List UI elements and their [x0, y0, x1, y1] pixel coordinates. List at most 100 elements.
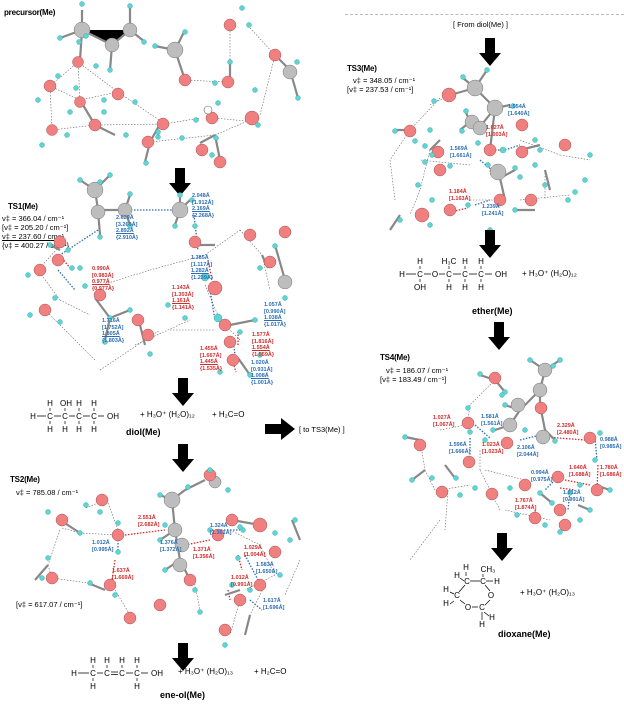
ts3-frequency: [ν‡ = 237.53 / cm⁻¹] — [347, 85, 414, 94]
ether-label: ether(Me) — [472, 306, 513, 316]
ts3-label: TS3(Me) — [347, 64, 377, 73]
distance-value: [3.260Å] — [116, 221, 138, 228]
ts2-molecule — [34, 467, 302, 648]
ts3-distance-label: 1.569Å [1.661Å] — [450, 146, 471, 159]
distance-value: {1.559Å} — [252, 351, 275, 358]
arrow-right-icon — [265, 418, 295, 440]
distance-value: [0.991Å] — [231, 581, 253, 588]
ts4-distance-label: 0.994Å [0.975Å] — [531, 470, 552, 483]
svg-text:C: C — [90, 669, 96, 678]
distance-value: 1.282Å — [191, 268, 209, 274]
distance-value: 1.029Å — [244, 545, 262, 551]
ts4-distance-label: 2.329Å [2.480Å] — [557, 423, 578, 436]
distance-value: 1.012Å — [563, 490, 581, 496]
svg-text:OH: OH — [414, 283, 426, 292]
distance-value: 1.455Å — [200, 346, 218, 352]
ts4-molecule — [402, 357, 613, 561]
distance-value: [1.686Å] — [600, 471, 622, 478]
distance-value: [2.044Å] — [517, 451, 539, 458]
arrow-down-icon — [491, 533, 513, 561]
svg-text:C: C — [417, 270, 423, 279]
ts1-distance-label: 1.057Å [0.990Å] 1.038Å {1.017Å} — [264, 302, 286, 328]
ts1-distance-label: 2.629Å [3.260Å] 2.892Å {2.910Å} — [116, 215, 138, 241]
ts4-distance-label: 0.988Å [0.985Å] — [600, 437, 621, 450]
ts3-distance-label: 1.554Å [1.640Å] — [508, 104, 529, 117]
svg-text:H₃C: H₃C — [442, 257, 457, 266]
distance-value: 1.596Å — [449, 442, 467, 448]
ts1-molecule — [25, 172, 293, 378]
svg-text:C: C — [119, 669, 125, 678]
distance-value: 2.106Å — [517, 445, 535, 451]
distance-value: 1.324Å — [210, 523, 228, 529]
atom-label: H — [91, 399, 97, 408]
svg-text:H: H — [134, 656, 140, 665]
ts1-distance-label: 1.143Å [1.303Å] 1.161Å {1.141Å} — [172, 285, 194, 311]
arrow-down-icon — [172, 444, 194, 472]
svg-text:C: C — [104, 669, 110, 678]
ts2-distance-label: 1.376Å [1.372Å] — [160, 540, 181, 553]
distance-value: 1.027Å — [433, 415, 451, 421]
ts2-distance-label: 1.371Å [1.356Å] — [193, 547, 214, 560]
ts4-label: TS4(Me) — [380, 353, 410, 362]
distance-value: [0.990Å] — [264, 308, 286, 315]
distance-value: [1.303Å] — [172, 291, 194, 298]
ts3-distance-label: 1.239Å [1.241Å] — [482, 204, 503, 217]
svg-text:C: C — [47, 412, 53, 421]
ts1-label: TS1(Me) — [8, 202, 38, 211]
svg-text:H: H — [489, 613, 495, 622]
distance-value: 1.716Å — [102, 318, 120, 324]
distance-value: 1.583Å — [256, 562, 274, 568]
distance-value: {1.141Å} — [172, 304, 195, 311]
atom-label: H — [47, 399, 53, 408]
distance-value: 2.892Å — [116, 228, 134, 234]
diol-product-formaldehyde: + H₂C=O — [212, 410, 245, 419]
svg-text:H: H — [134, 682, 140, 691]
ts2-distance-label: 2.551Å [2.682Å] — [138, 515, 159, 528]
ts4-distance-label: 1.767Å [1.874Å] — [515, 498, 536, 511]
section-divider — [345, 14, 624, 15]
ts4-distance-label: 1.023Å [1.023Å] — [482, 442, 503, 455]
svg-text:C: C — [446, 270, 452, 279]
eneol-product-formaldehyde: + H₂C=O — [254, 667, 287, 676]
svg-text:H: H — [494, 577, 500, 586]
ts1-distance-label: 2.048Å [1.912Å] 2.169Å {2.268Å} — [192, 193, 214, 219]
distance-value: [1.688Å] — [569, 471, 591, 478]
distance-value: [1.003Å] — [486, 131, 508, 138]
distance-value: 2.169Å — [192, 206, 210, 212]
ts4-distance-label: 1.027Å [1.067Å] — [433, 415, 454, 428]
ts4-distance-label: 1.640Å [1.688Å] — [569, 465, 590, 478]
distance-value: 0.977Å — [92, 279, 110, 285]
distance-value: [1.816Å] — [252, 338, 274, 345]
svg-text:H: H — [478, 257, 484, 266]
distance-value: 2.048Å — [192, 193, 210, 199]
distance-value: [1.912Å] — [192, 199, 214, 206]
svg-text:H: H — [463, 563, 469, 572]
distance-value: 1.038Å — [264, 315, 282, 321]
ts2-distance-label: 1.583Å [1.650Å] — [256, 562, 277, 575]
distance-value: 1.012Å — [231, 575, 249, 581]
ts4-distance-label: 1.581Å [1.561Å] — [481, 414, 502, 427]
distance-value: [1.023Å] — [482, 448, 504, 455]
svg-text:H: H — [119, 656, 125, 665]
ts2-label: TS2(Me) — [10, 475, 40, 484]
svg-text:O: O — [465, 603, 471, 612]
eneol-label: ene-ol(Me) — [160, 690, 205, 700]
svg-text:H: H — [399, 270, 405, 279]
distance-value: 1.445Å — [200, 359, 218, 365]
arrow-down-icon — [488, 322, 510, 350]
ts1-frequency: [ν‡ = 205.20 / cm⁻¹] — [2, 223, 69, 232]
svg-text:C: C — [478, 270, 484, 279]
svg-text:H: H — [443, 585, 449, 594]
ts1-distance-label: 0.990Å [0.983Å] 0.977Å {0.977Å} — [92, 266, 114, 292]
ts1-frequency: ν‡ = 366.04 / cm⁻¹ — [2, 214, 65, 223]
svg-text:OH: OH — [107, 412, 119, 421]
distance-value: [0.995Å] — [92, 546, 114, 553]
distance-value: 1.143Å — [172, 285, 190, 291]
distance-value: [1.752Å] — [102, 324, 124, 331]
distance-value: 1.239Å — [482, 204, 500, 210]
ts2-distance-label: 1.637Å [1.669Å] — [112, 568, 133, 581]
distance-value: 1.569Å — [450, 146, 468, 152]
distance-value: [1.361Å] — [210, 529, 232, 536]
ts3-frequency: ν‡ = 348.05 / cm⁻¹ — [353, 76, 416, 85]
